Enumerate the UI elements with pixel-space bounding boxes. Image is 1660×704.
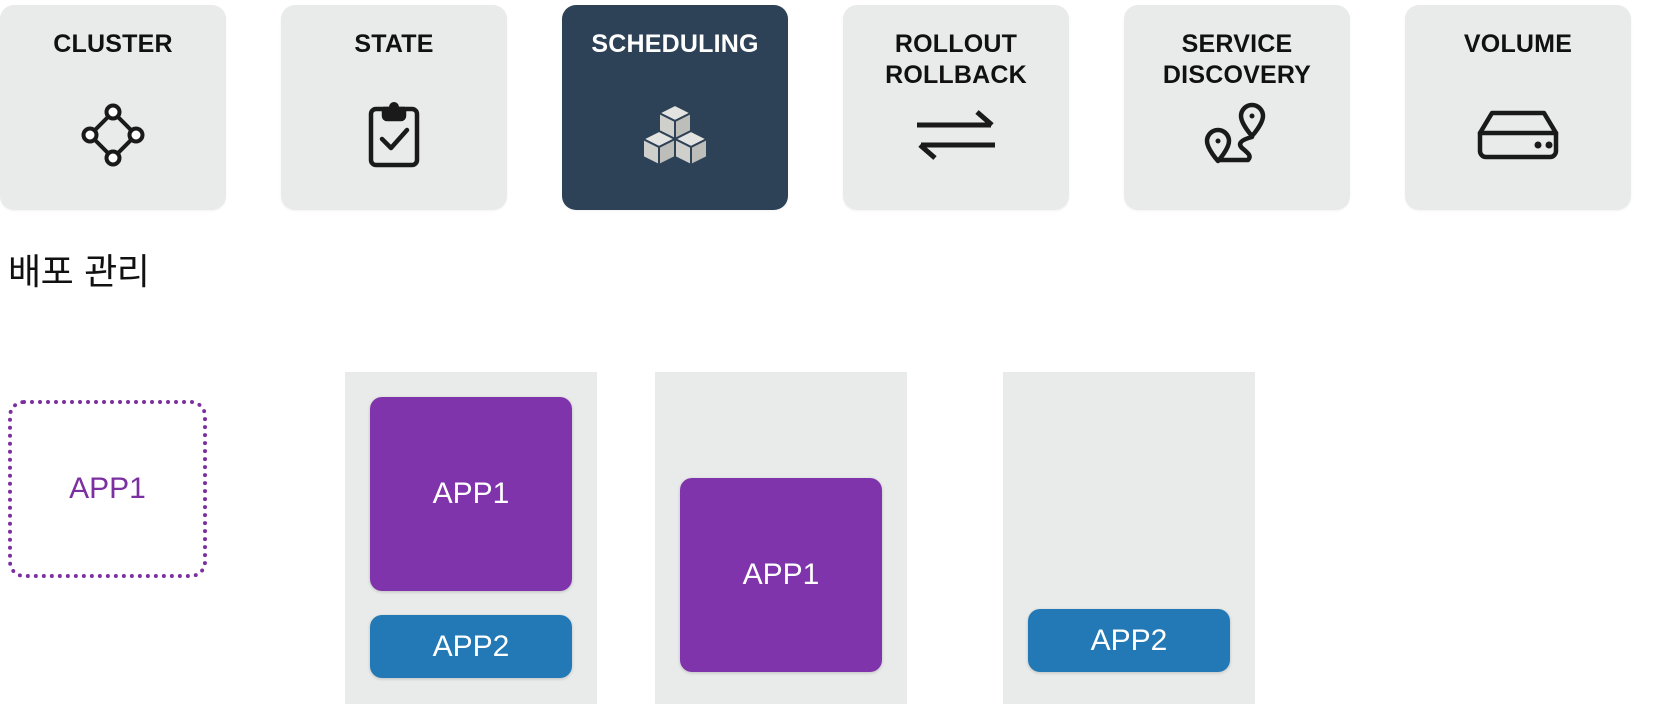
concept-card-label: CLUSTER (53, 30, 173, 58)
concept-card-label: ROLLOUT ROLLBACK (885, 30, 1027, 90)
pending-pod-app1[interactable]: APP1 (8, 400, 207, 578)
node-pod-stack: APP1 (680, 372, 882, 704)
clipboard-check-icon (281, 100, 507, 170)
pending-pod-label: APP1 (69, 472, 146, 505)
node-pod-stack: APP1 APP2 (370, 372, 572, 704)
stacked-cubes-icon (562, 100, 788, 170)
concept-card-cluster[interactable]: CLUSTER (0, 5, 226, 210)
cluster-nodes-icon (0, 100, 226, 170)
concept-card-label: VOLUME (1463, 30, 1573, 58)
route-pins-icon (1124, 100, 1350, 170)
node-panel-1[interactable]: APP1 APP2 (345, 372, 597, 704)
concept-card-label: SCHEDULING (591, 30, 759, 58)
concept-card-label: STATE (354, 30, 434, 58)
node-panel-2[interactable]: APP1 (655, 372, 907, 704)
deployment-diagram: APP1 APP1 APP2 APP1 APP2 (0, 340, 1660, 704)
pod-label: APP2 (432, 629, 510, 663)
disk-drive-icon (1405, 100, 1631, 170)
node-panel-3[interactable]: APP2 (1003, 372, 1255, 704)
pod-app2[interactable]: APP2 (370, 615, 572, 678)
pod-app2[interactable]: APP2 (1028, 609, 1230, 672)
pod-app1[interactable]: APP1 (680, 478, 882, 672)
pod-label: APP2 (1090, 623, 1168, 657)
concept-card-row: CLUSTER STATE SCHEDULING (0, 5, 1660, 210)
concept-card-volume[interactable]: VOLUME (1405, 5, 1631, 210)
concept-card-rollout-rollback[interactable]: ROLLOUT ROLLBACK (843, 5, 1069, 210)
concept-card-state[interactable]: STATE (281, 5, 507, 210)
node-pod-stack: APP2 (1028, 372, 1230, 704)
pod-label: APP1 (432, 477, 510, 510)
section-heading: 배포 관리 (8, 252, 150, 293)
concept-card-label: SERVICE DISCOVERY (1162, 30, 1312, 90)
concept-card-scheduling[interactable]: SCHEDULING (562, 5, 788, 210)
concept-card-service-discovery[interactable]: SERVICE DISCOVERY (1124, 5, 1350, 210)
pod-app1[interactable]: APP1 (370, 397, 572, 591)
swap-arrows-icon (843, 100, 1069, 170)
pod-label: APP1 (742, 558, 820, 591)
